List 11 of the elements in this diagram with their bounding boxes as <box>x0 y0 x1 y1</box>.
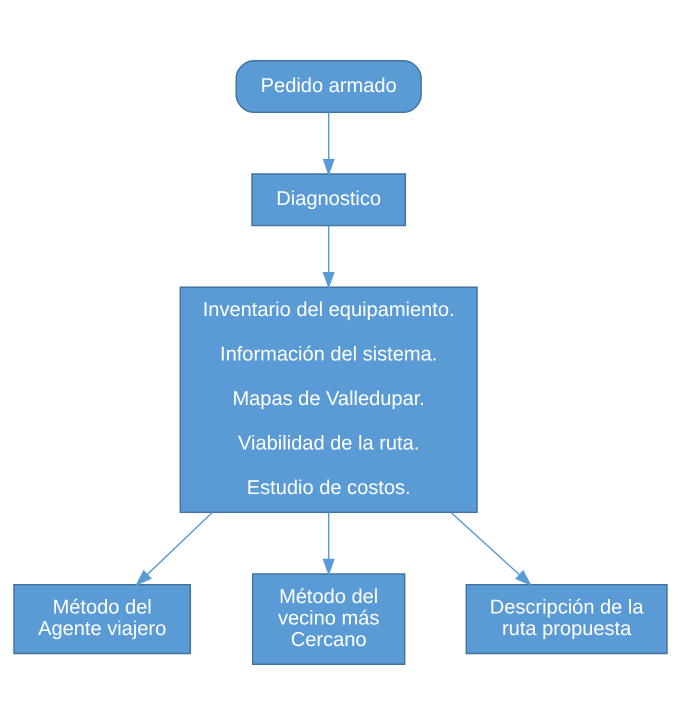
node-box: Inventario del equipamiento. Información del sistema. Mapas de Valledupar. Viabilidad de la ruta. Estudio de costos. <box>180 286 478 514</box>
arrow <box>322 512 335 576</box>
arrow <box>322 112 335 176</box>
node-box: Método del Agente viajero <box>13 584 192 654</box>
arrow <box>135 512 213 586</box>
node-box: Descripción de la ruta propuesta <box>466 584 668 654</box>
node-box: Pedido armado <box>236 60 422 114</box>
arrow <box>450 512 532 586</box>
node-box: Método del vecino más Cercano <box>252 573 406 665</box>
arrow <box>322 226 335 290</box>
node-box: Diagnostico <box>251 173 406 226</box>
